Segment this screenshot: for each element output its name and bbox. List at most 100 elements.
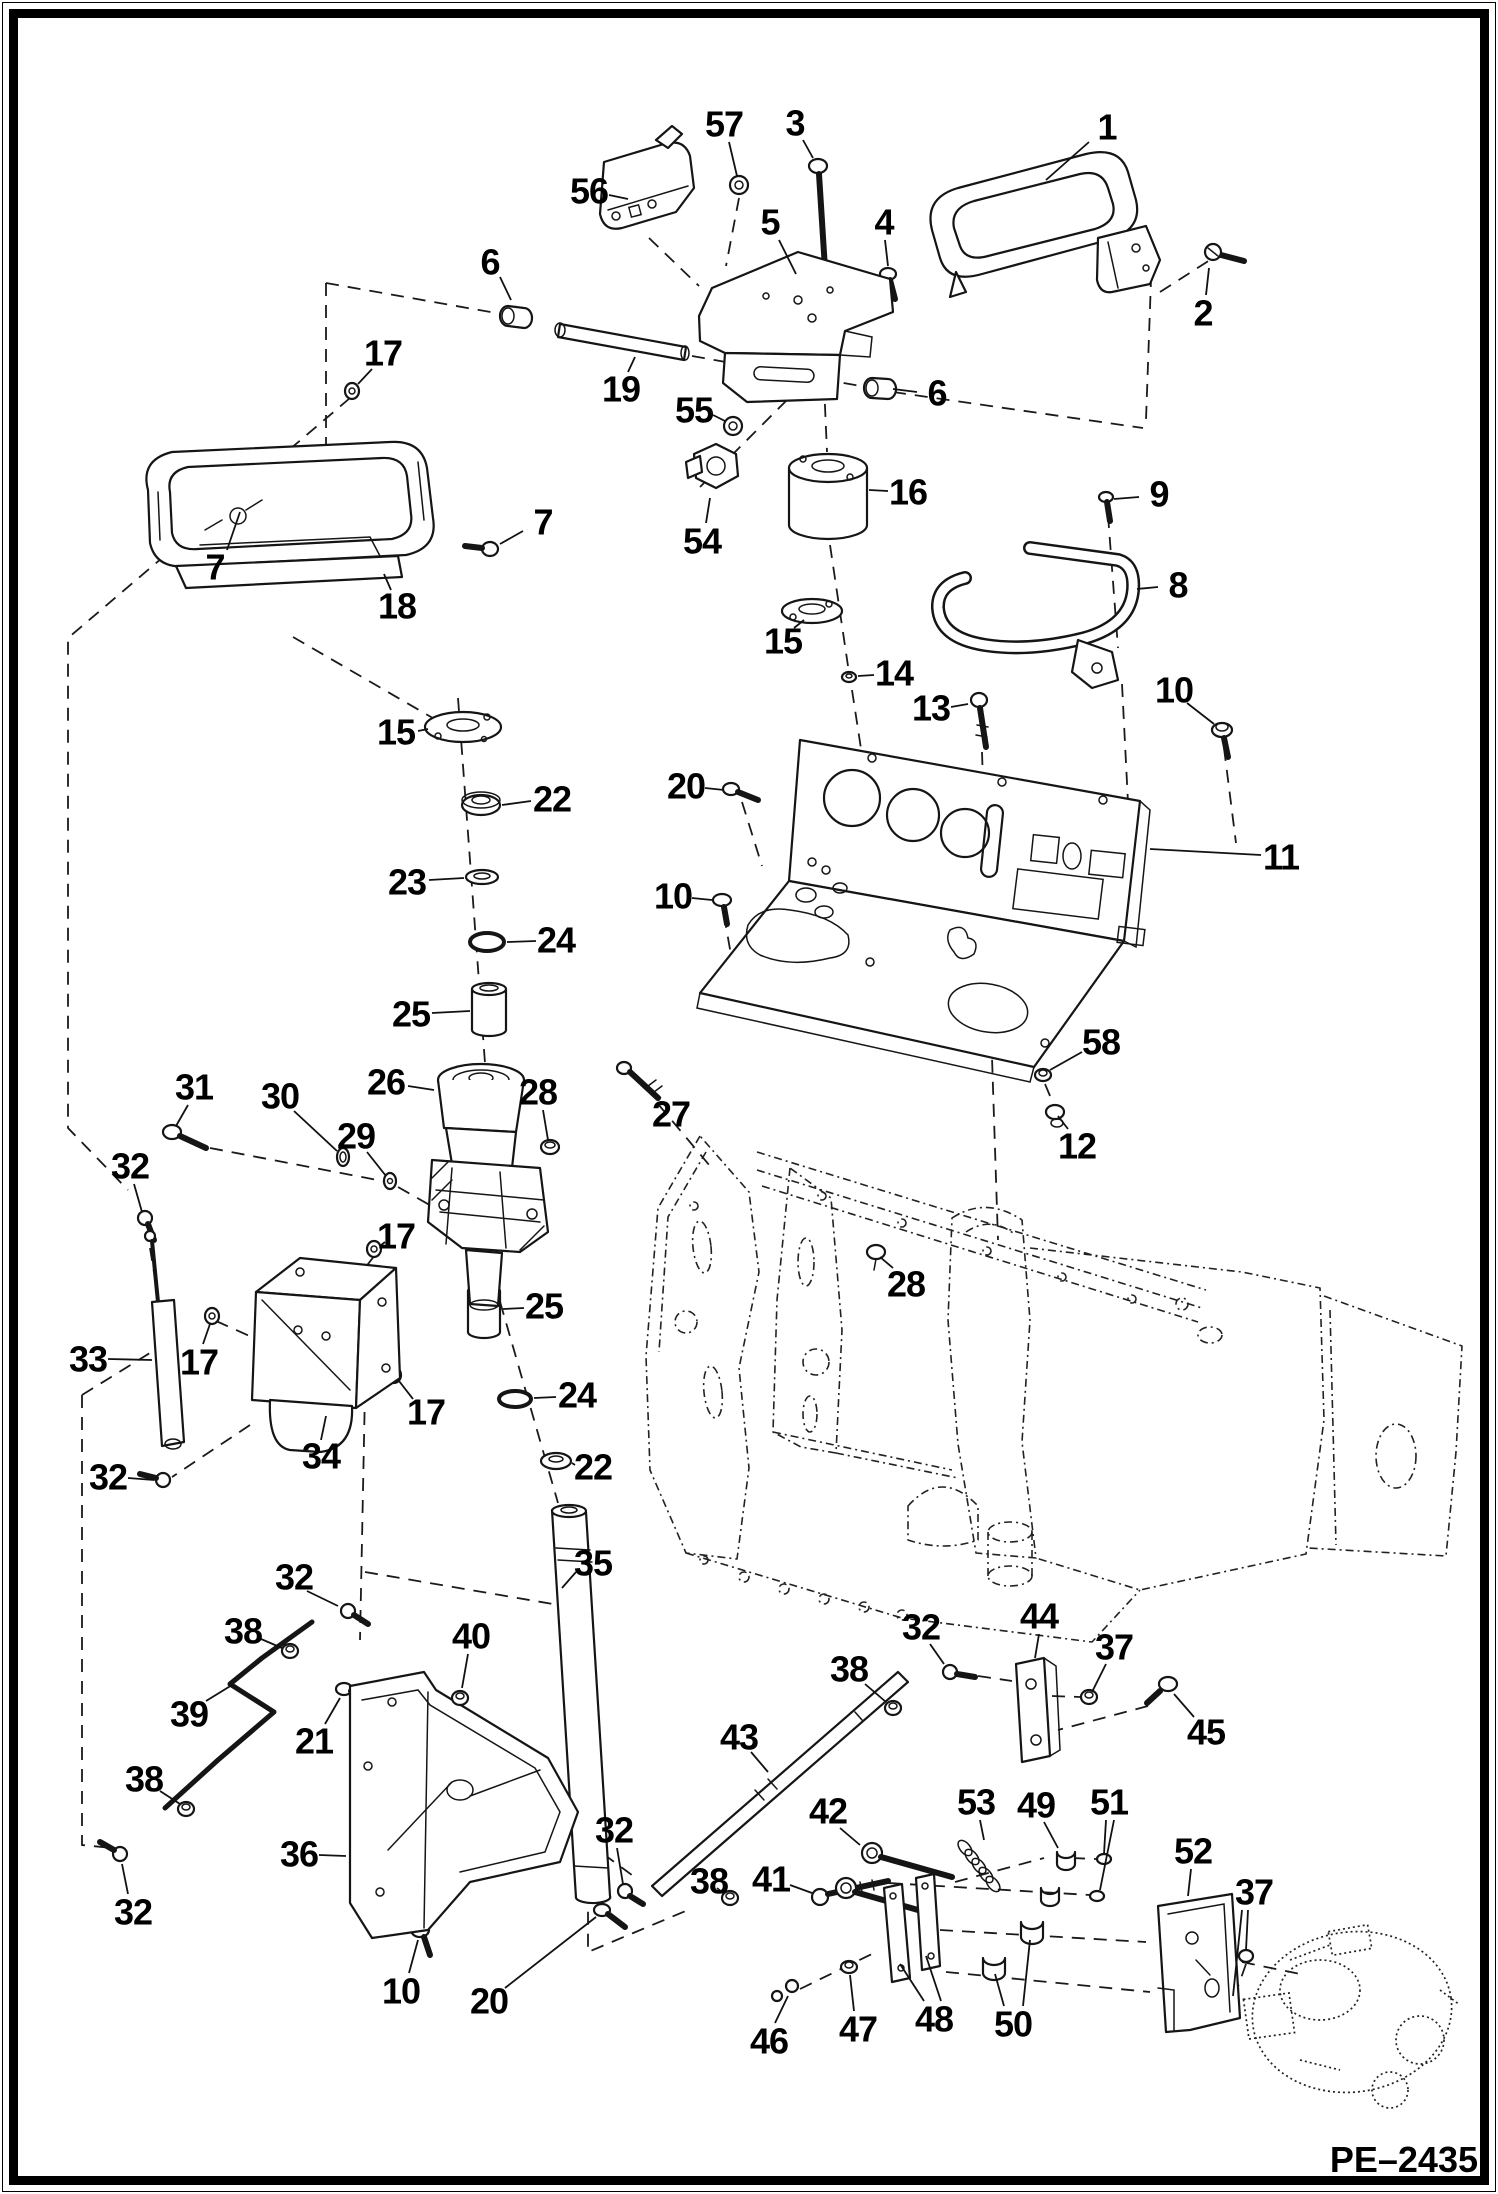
leader-line-7 [226,511,241,551]
callout-5: 5 [760,202,780,243]
gusset-bracket-part36 [348,1670,580,1940]
leader-line-41 [789,1884,813,1894]
leader-line-39 [205,1684,233,1702]
callout-56: 56 [570,171,608,212]
callout-24: 24 [558,1375,597,1416]
callout-45: 45 [1187,1712,1226,1753]
link-rod-part43 [650,1670,910,1898]
hydraulic-pump [1242,1923,1461,2109]
leader-line-37 [1232,1909,1243,1997]
callout-25: 25 [392,994,431,1035]
nut-part47 [839,1959,859,1975]
callout-19: 19 [602,369,640,410]
leader-line-32 [127,1477,155,1481]
leader-line-32 [133,1183,143,1213]
nut-part54 [684,442,740,490]
leader-line-19 [627,356,636,373]
callout-17: 17 [364,333,402,374]
leader-line-32 [121,1863,129,1895]
leader-line-55 [712,414,726,422]
leader-line-6 [892,388,918,393]
callout-2: 2 [1193,293,1212,334]
leader-line-12 [1057,1115,1069,1130]
callout-32: 32 [114,1892,152,1933]
callout-18: 18 [378,586,416,627]
isolator-part16 [787,452,869,541]
oring-part24 [468,931,533,1409]
leader-line-42 [839,1827,861,1846]
callout-10: 10 [654,876,692,917]
callout-15: 15 [377,712,416,753]
callout-52: 52 [1174,1831,1212,1872]
callout-16: 16 [889,472,927,513]
bolt-part20 [592,781,761,1930]
nuts-part51 [1088,1852,1113,1903]
mount-plate-part5 [697,250,895,404]
switch-bracket-part56 [598,124,696,230]
rod-part19 [554,322,690,362]
leader-line-13 [950,703,969,708]
callout-58: 58 [1082,1022,1120,1063]
callout-17: 17 [377,1216,415,1257]
callout-41: 41 [752,1859,791,1900]
drawing-code: PE–2435 [1330,2139,1478,2180]
callout-54: 54 [683,521,722,562]
leader-line-24 [533,1396,557,1399]
callout-7: 7 [533,502,552,543]
callout-25: 25 [525,1286,564,1327]
leader-line-17 [398,1380,414,1400]
callout-32: 32 [902,1607,940,1648]
callout-55: 55 [675,390,714,431]
nut-part38 [176,1642,903,1907]
callout-24: 24 [537,920,576,961]
leader-line-53 [979,1819,985,1841]
bushings-part50 [981,1920,1045,1982]
leader-line-20 [504,1916,597,1989]
leader-line-32 [616,1847,624,1885]
callout-44: 44 [1020,1596,1059,1637]
callout-38: 38 [690,1861,728,1902]
leader-line-38 [716,1887,725,1895]
grommet-part29 [382,1171,398,1191]
plate-part52 [1156,1892,1242,2034]
callout-32: 32 [111,1146,149,1187]
leader-line-15 [417,728,429,732]
callout-layer: 1234566778910101011121314151516171717171… [69,103,1301,2062]
callout-43: 43 [720,1717,758,1758]
callout-13: 13 [912,688,950,729]
callout-36: 36 [280,1834,318,1875]
bushing-part6 [498,304,898,401]
callout-27: 27 [652,1094,690,1135]
bent-rod-part39 [162,1619,315,1811]
bolt-part31 [161,1123,209,1151]
bushings-part49 [1039,1850,1077,1908]
grab-handle-part1 [929,151,1162,299]
callout-17: 17 [407,1392,445,1433]
callout-51: 51 [1090,1782,1129,1823]
leader-line-5 [778,239,797,275]
leader-line-32 [306,1590,339,1607]
chassis-frame-phantom [645,1135,1463,1643]
leader-line-48 [899,1963,925,2002]
leader-line-7 [499,530,524,545]
callout-6: 6 [480,242,499,283]
leader-line-51 [1099,1819,1115,1891]
leader-line-24 [506,940,537,943]
leader-line-28 [879,1256,894,1269]
leader-line-36 [318,1854,347,1857]
callout-31: 31 [175,1067,214,1108]
leader-line-16 [868,489,889,492]
leader-line-4 [884,239,889,267]
leader-line-40 [461,1653,469,1689]
callout-29: 29 [337,1116,375,1157]
callout-23: 23 [388,862,426,903]
nut-part58 [1033,1067,1053,1083]
leader-line-26 [407,1085,435,1091]
leader-line-21 [324,1697,341,1725]
leader-line-14 [857,674,875,677]
leader-line-47 [849,1974,855,2012]
callout-10: 10 [382,1971,420,2012]
callout-46: 46 [750,2021,788,2062]
leader-line-22 [501,800,532,806]
